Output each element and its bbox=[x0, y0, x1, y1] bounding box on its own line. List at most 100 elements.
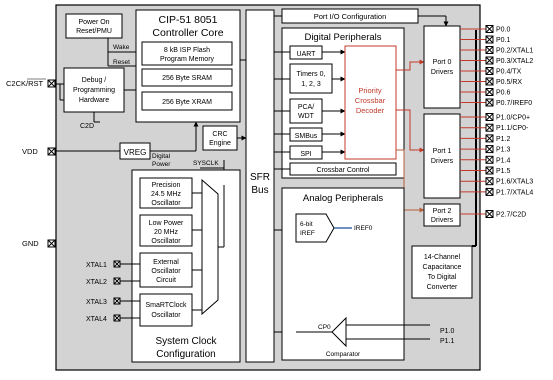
sram-block bbox=[141, 68, 233, 87]
p0-6-label: P0.6 bbox=[496, 90, 511, 97]
iref-block bbox=[295, 213, 335, 243]
p0-1-label: P0.1 bbox=[496, 37, 511, 44]
sfr-label-line1: SFR bbox=[250, 172, 270, 183]
p0-1-pin-cross bbox=[485, 35, 494, 44]
p1-2-pin-cross bbox=[485, 134, 494, 143]
xram-block bbox=[141, 91, 233, 111]
p1-0-label: P1.0/CP0+ bbox=[496, 115, 530, 122]
p0-4-label: P0.4/TX bbox=[496, 69, 522, 76]
external-osc-block bbox=[139, 252, 193, 288]
cap-line4: Converter bbox=[427, 284, 458, 291]
digital-power-line1: Digital bbox=[152, 153, 171, 160]
timers-line1: Timers 0, bbox=[297, 71, 326, 78]
spi-label: SPI bbox=[300, 151, 311, 158]
sysclk-label: SYSCLK bbox=[193, 160, 219, 167]
flash-memory-block bbox=[141, 41, 233, 66]
digital-power-line2: Power bbox=[152, 161, 171, 168]
cap-converter-block bbox=[411, 245, 473, 299]
p0-5-pin-cross bbox=[485, 77, 494, 86]
wake-label: Wake bbox=[113, 44, 130, 51]
crossbar-line1: Priority bbox=[358, 86, 382, 95]
vreg-label: VREG bbox=[124, 148, 147, 157]
vdd-label: VDD bbox=[22, 147, 38, 156]
lowpower-line2: 20 MHz bbox=[154, 229, 179, 236]
xram-label: 256 Byte XRAM bbox=[162, 99, 212, 106]
c2d-label: C2D bbox=[80, 123, 94, 130]
c2ck-label: C2CK/RST bbox=[6, 79, 44, 88]
comparator-label: Comparator bbox=[326, 351, 361, 358]
pca-line1: PCA/ bbox=[298, 104, 314, 111]
uart-label: UART bbox=[297, 51, 317, 58]
p1-7-label: P1.7/XTAL4 bbox=[496, 189, 533, 196]
pca-line2: WDT bbox=[298, 113, 315, 120]
core-title-line2: Controller Core bbox=[152, 27, 223, 39]
crossbar-control-label: Crossbar Control bbox=[317, 167, 370, 174]
p2-7-label: P2.7/C2D bbox=[496, 212, 526, 219]
port2-drivers-block bbox=[423, 203, 461, 227]
lowpower-line1: Low Power bbox=[149, 220, 184, 227]
p0-2-pin-cross bbox=[485, 46, 494, 54]
xtal3-label: XTAL3 bbox=[86, 299, 107, 306]
p1-6-pin-cross bbox=[485, 177, 494, 186]
pca-wdt-block bbox=[289, 98, 323, 124]
debug-hardware-block bbox=[63, 67, 125, 113]
digital-title: Digital Peripherals bbox=[304, 32, 381, 43]
por-line2: Reset/PMU bbox=[76, 28, 112, 35]
crossbar-line3: Decoder bbox=[356, 106, 385, 115]
smartclock-osc-block bbox=[139, 293, 193, 327]
p0-0-label: P0.0 bbox=[496, 27, 511, 34]
p1-6-label: P1.6/XTAL3 bbox=[496, 179, 533, 186]
power-on-reset-block bbox=[65, 13, 123, 39]
p1-4-label: P1.4 bbox=[496, 157, 511, 164]
p0-5-label: P0.5/RX bbox=[496, 79, 522, 86]
port0-line2: Drivers bbox=[431, 69, 454, 76]
precision-line3: Oscillator bbox=[151, 200, 181, 207]
p1-0-pin-cross bbox=[485, 113, 494, 121]
flash-line2: Program Memory bbox=[160, 56, 215, 63]
crc-engine-block bbox=[202, 125, 238, 151]
clock-title-line1: System Clock bbox=[155, 336, 217, 347]
core-title-line1: CIP-51 8051 bbox=[159, 14, 218, 26]
iref-line1: 6-bit bbox=[300, 221, 313, 228]
precision-osc-block bbox=[139, 177, 193, 209]
crossbar-decoder-block bbox=[344, 45, 397, 160]
p1-4-pin-cross bbox=[485, 155, 494, 164]
debug-line3: Hardware bbox=[79, 97, 109, 104]
external-line1: External bbox=[153, 259, 179, 266]
xtal1-label: XTAL1 bbox=[86, 262, 107, 269]
sram-label: 256 Byte SRAM bbox=[162, 75, 212, 82]
lowpower-osc-block bbox=[139, 214, 193, 247]
debug-line2: Programming bbox=[73, 87, 115, 94]
p0-7-label: P0.7/IREF0 bbox=[496, 100, 532, 107]
p0-3-pin-cross bbox=[485, 56, 494, 65]
cap-line1: 14-Channel bbox=[424, 254, 461, 261]
p1-7-pin-cross bbox=[485, 188, 494, 196]
xtal4-label: XTAL4 bbox=[86, 316, 107, 323]
external-line3: Circuit bbox=[156, 277, 176, 284]
port1-drivers-block bbox=[423, 113, 461, 199]
clock-mux bbox=[201, 178, 219, 316]
cap-line3: To Digital bbox=[428, 274, 457, 281]
right-pin-group: P0.0P0.1P0.2/XTAL1P0.3/XTAL2P0.4/TXP0.5/… bbox=[460, 25, 533, 219]
xtal2-label: XTAL2 bbox=[86, 279, 107, 286]
p1-2-label: P1.2 bbox=[496, 136, 511, 143]
smartclock-line1: SmaRTClock bbox=[145, 302, 187, 309]
p1-3-pin-cross bbox=[485, 145, 494, 153]
p1-5-pin-cross bbox=[485, 166, 494, 175]
port0-drivers-block bbox=[423, 25, 461, 109]
p1-3-label: P1.3 bbox=[496, 147, 511, 154]
p0-6-pin-cross bbox=[485, 88, 494, 96]
external-line2: Oscillator bbox=[151, 268, 181, 275]
cmp-in-p10: P1.0 bbox=[440, 328, 455, 335]
sfr-bus-block bbox=[245, 9, 275, 363]
reset-label: Reset bbox=[113, 59, 130, 66]
port-io-config-label: Port I/O Configuration bbox=[314, 12, 387, 21]
por-line1: Power On bbox=[78, 19, 109, 26]
port0-line1: Port 0 bbox=[433, 59, 452, 66]
timers-block bbox=[289, 63, 333, 94]
p0-4-pin-cross bbox=[485, 67, 494, 75]
lowpower-line3: Oscillator bbox=[151, 238, 181, 245]
crc-line2: Engine bbox=[209, 140, 231, 147]
p0-2-label: P0.2/XTAL1 bbox=[496, 48, 533, 55]
iref-line2: IREF bbox=[300, 230, 315, 237]
